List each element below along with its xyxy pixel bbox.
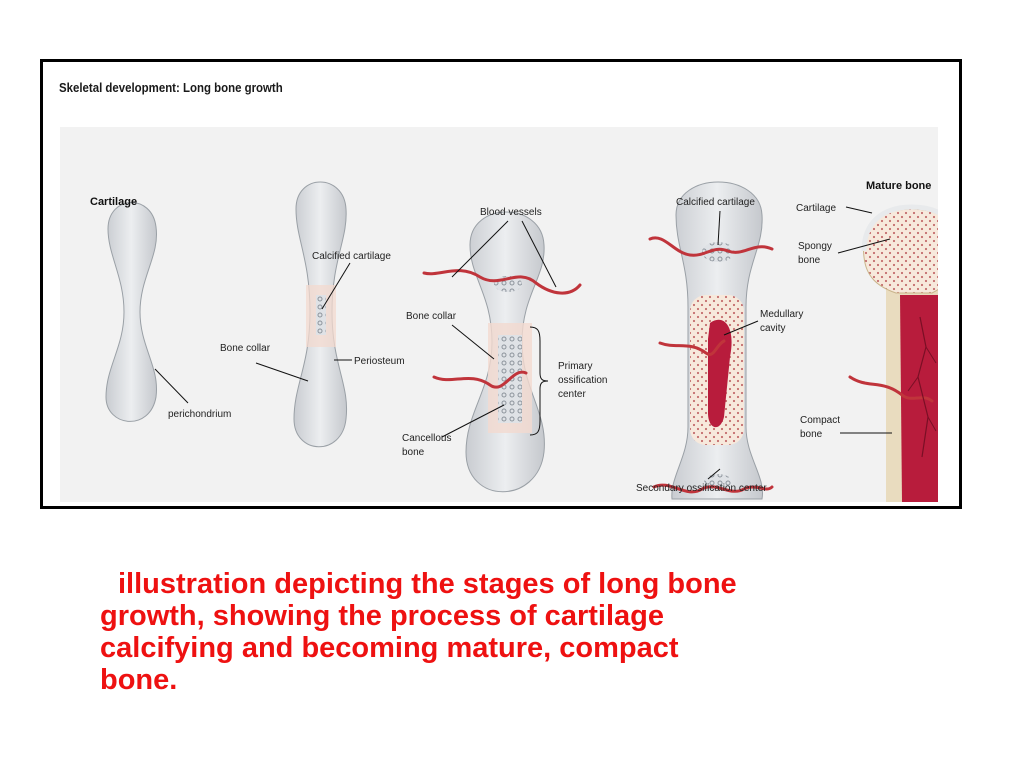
label-spongy-2: bone — [798, 255, 821, 266]
leader-secondary-center — [707, 468, 721, 480]
caption-line-3: calcifying and becoming mature, compact — [100, 632, 679, 664]
leader-bone-collar-3 — [451, 324, 495, 360]
caption-line-2: growth, showing the process of cartilage — [100, 600, 664, 632]
leader-mature-cartilage — [845, 206, 873, 214]
label-bone-collar-2: Bone collar — [220, 343, 271, 354]
leader-bone-collar-2 — [255, 362, 309, 382]
label-bone-collar-3: Bone collar — [406, 311, 457, 322]
label-compact-2: bone — [800, 429, 823, 440]
label-medullary-1: Medullary — [760, 309, 803, 320]
diagram-panel: Cartilage perichondrium Calcified cartil… — [60, 127, 938, 502]
secondary-blood-vessel-bottom — [652, 483, 774, 494]
label-blood-vessels: Blood vessels — [480, 207, 542, 218]
label-primary-center-2: ossification — [558, 375, 607, 386]
label-periosteum: Periosteum — [354, 356, 405, 367]
leader-spongy — [837, 238, 891, 254]
stage-cartilage: Cartilage perichondrium — [90, 196, 231, 422]
leader-cancellous — [441, 404, 505, 438]
label-secondary-center: Secondary ossification center — [636, 483, 767, 494]
label-compact-1: Compact — [800, 415, 840, 426]
label-primary-center-1: Primary — [558, 361, 592, 372]
leader-calcified-cartilage-4 — [717, 210, 721, 246]
label-cancellous-1: Cancellous — [402, 433, 451, 444]
leader-perichondrium — [154, 368, 189, 404]
bone-growth-diagram: Cartilage perichondrium Calcified cartil… — [90, 180, 938, 502]
secondary-blood-vessel-mid — [658, 339, 726, 356]
leader-blood-vessels-right — [521, 220, 557, 288]
label-mature-cartilage: Cartilage — [796, 203, 836, 214]
caption-line-1: illustration depicting the stages of lon… — [118, 568, 737, 600]
stage-calcifying: Calcified cartilage Bone collar Perioste… — [220, 181, 405, 448]
calcified-cartilage-patch — [316, 295, 326, 335]
cartilage-bone-shape — [105, 202, 158, 422]
mature-articular-cartilage — [861, 204, 938, 252]
mature-bone-heading: Mature bone — [866, 180, 931, 192]
medullary-cavity-shape — [708, 319, 732, 428]
figure-title: Skeletal development: Long bone growth — [59, 80, 283, 95]
label-perichondrium: perichondrium — [168, 409, 231, 420]
secondary-blood-vessel-top — [648, 236, 774, 257]
label-cancellous-2: bone — [402, 447, 425, 458]
stage-mature-bone: Mature bone Cartilage Spongy bone Compac… — [796, 180, 938, 502]
caption: illustration depicting the stages of lon… — [100, 568, 960, 696]
label-calcified-cartilage-4: Calcified cartilage — [676, 197, 755, 208]
primary-blood-vessel-mid — [432, 370, 528, 389]
primary-blood-vessel-top — [422, 269, 582, 295]
mature-vessel-branch-2 — [907, 346, 937, 432]
stage-primary-ossification: Blood vessels Bone collar Primary ossifi… — [402, 207, 607, 493]
leader-medullary — [723, 320, 759, 336]
figure-frame: Skeletal development: Long bone growth — [40, 59, 962, 509]
leader-blood-vessels-left — [451, 220, 509, 278]
label-medullary-2: cavity — [760, 323, 786, 334]
label-spongy-1: Spongy — [798, 241, 832, 252]
leader-calcified-cartilage-2 — [321, 262, 351, 310]
cartilage-heading: Cartilage — [90, 196, 137, 208]
primary-center-bracket — [529, 326, 549, 436]
secondary-calcified-top — [702, 242, 734, 262]
stage-secondary-ossification: Calcified cartilage Medullary cavity — [648, 181, 803, 500]
label-primary-center-3: center — [558, 389, 586, 400]
caption-line-4: bone. — [100, 664, 178, 696]
label-calcified-cartilage-2: Calcified cartilage — [312, 251, 391, 262]
